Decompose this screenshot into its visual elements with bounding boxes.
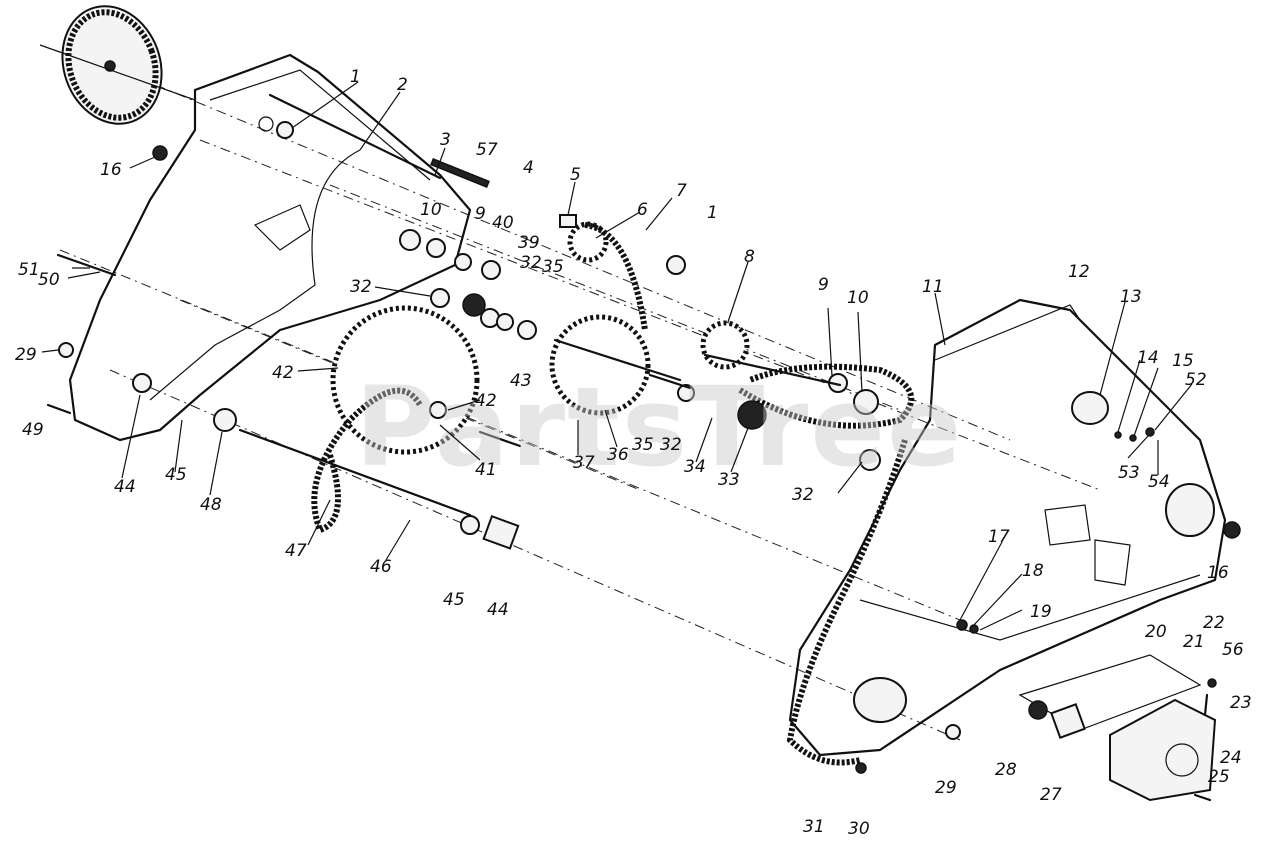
- callout-52: 52: [1185, 370, 1207, 390]
- callout-1b: 1: [707, 203, 718, 223]
- callouts: 1 2 3 57 4 5 6 7 1 8 16 10 9 40 39 32 35…: [15, 67, 1252, 839]
- callout-47: 47: [285, 541, 307, 561]
- callout-30: 30: [848, 819, 870, 839]
- callout-11: 11: [922, 277, 944, 297]
- callout-31: 31: [803, 817, 825, 837]
- callout-32b: 32: [350, 277, 372, 297]
- callout-18: 18: [1022, 561, 1044, 581]
- callout-56: 56: [1222, 640, 1244, 660]
- callout-32c: 32: [660, 435, 682, 455]
- callout-19: 19: [1030, 602, 1052, 622]
- callout-8: 8: [744, 247, 755, 267]
- callout-45a: 45: [165, 465, 187, 485]
- callout-17: 17: [988, 527, 1010, 547]
- callout-34: 34: [684, 457, 706, 477]
- callout-5: 5: [570, 165, 581, 185]
- callout-6: 6: [637, 200, 648, 220]
- callout-37: 37: [573, 453, 595, 473]
- callout-22: 22: [1203, 613, 1225, 633]
- callout-29b: 29: [935, 778, 957, 798]
- callout-48: 48: [200, 495, 222, 515]
- callout-20: 20: [1145, 622, 1167, 642]
- callout-13: 13: [1120, 287, 1142, 307]
- callout-10a: 10: [420, 200, 442, 220]
- callout-15: 15: [1172, 351, 1194, 371]
- callout-33: 33: [718, 470, 740, 490]
- callout-16a: 16: [100, 160, 122, 180]
- left-chain-case: [68, 53, 472, 442]
- callout-40: 40: [492, 213, 514, 233]
- callout-46: 46: [370, 557, 392, 577]
- callout-25: 25: [1208, 767, 1230, 787]
- callout-24: 24: [1220, 748, 1242, 768]
- callout-12: 12: [1068, 262, 1090, 282]
- callout-53: 53: [1118, 463, 1140, 483]
- callout-23: 23: [1230, 693, 1252, 713]
- callout-49: 49: [22, 420, 44, 440]
- callout-44a: 44: [114, 477, 136, 497]
- callout-16b: 16: [1207, 563, 1229, 583]
- watermark: PartsTree: [355, 363, 964, 491]
- callout-32a: 32: [520, 253, 542, 273]
- callout-28: 28: [995, 760, 1017, 780]
- callout-36: 36: [607, 445, 629, 465]
- callout-44b: 44: [487, 600, 509, 620]
- wheel: [39, 5, 196, 125]
- callout-54: 54: [1148, 472, 1170, 492]
- callout-10b: 10: [847, 288, 869, 308]
- callout-57: 57: [476, 140, 498, 160]
- callout-14: 14: [1137, 348, 1159, 368]
- callout-3: 3: [440, 130, 451, 150]
- callout-51: 51: [18, 260, 40, 280]
- callout-21: 21: [1183, 632, 1205, 652]
- callout-1: 1: [350, 67, 361, 87]
- callout-39: 39: [518, 233, 540, 253]
- callout-9b: 9: [818, 275, 829, 295]
- callout-32d: 32: [792, 485, 814, 505]
- callout-45b: 45: [443, 590, 465, 610]
- callout-29a: 29: [15, 345, 37, 365]
- callout-35b: 35: [632, 435, 654, 455]
- callout-41: 41: [475, 460, 497, 480]
- callout-9a: 9: [475, 204, 486, 224]
- drive-parts: [213, 158, 915, 550]
- callout-35a: 35: [542, 257, 564, 277]
- callout-42b: 42: [475, 391, 497, 411]
- callout-27: 27: [1040, 785, 1062, 805]
- callout-7: 7: [676, 181, 687, 201]
- callout-leaders: [41, 81, 1193, 631]
- callout-4: 4: [523, 158, 534, 178]
- callout-42a: 42: [272, 363, 294, 383]
- callout-50: 50: [38, 270, 60, 290]
- callout-43: 43: [510, 371, 532, 391]
- cover-parts: [46, 145, 1217, 802]
- callout-2: 2: [397, 75, 408, 95]
